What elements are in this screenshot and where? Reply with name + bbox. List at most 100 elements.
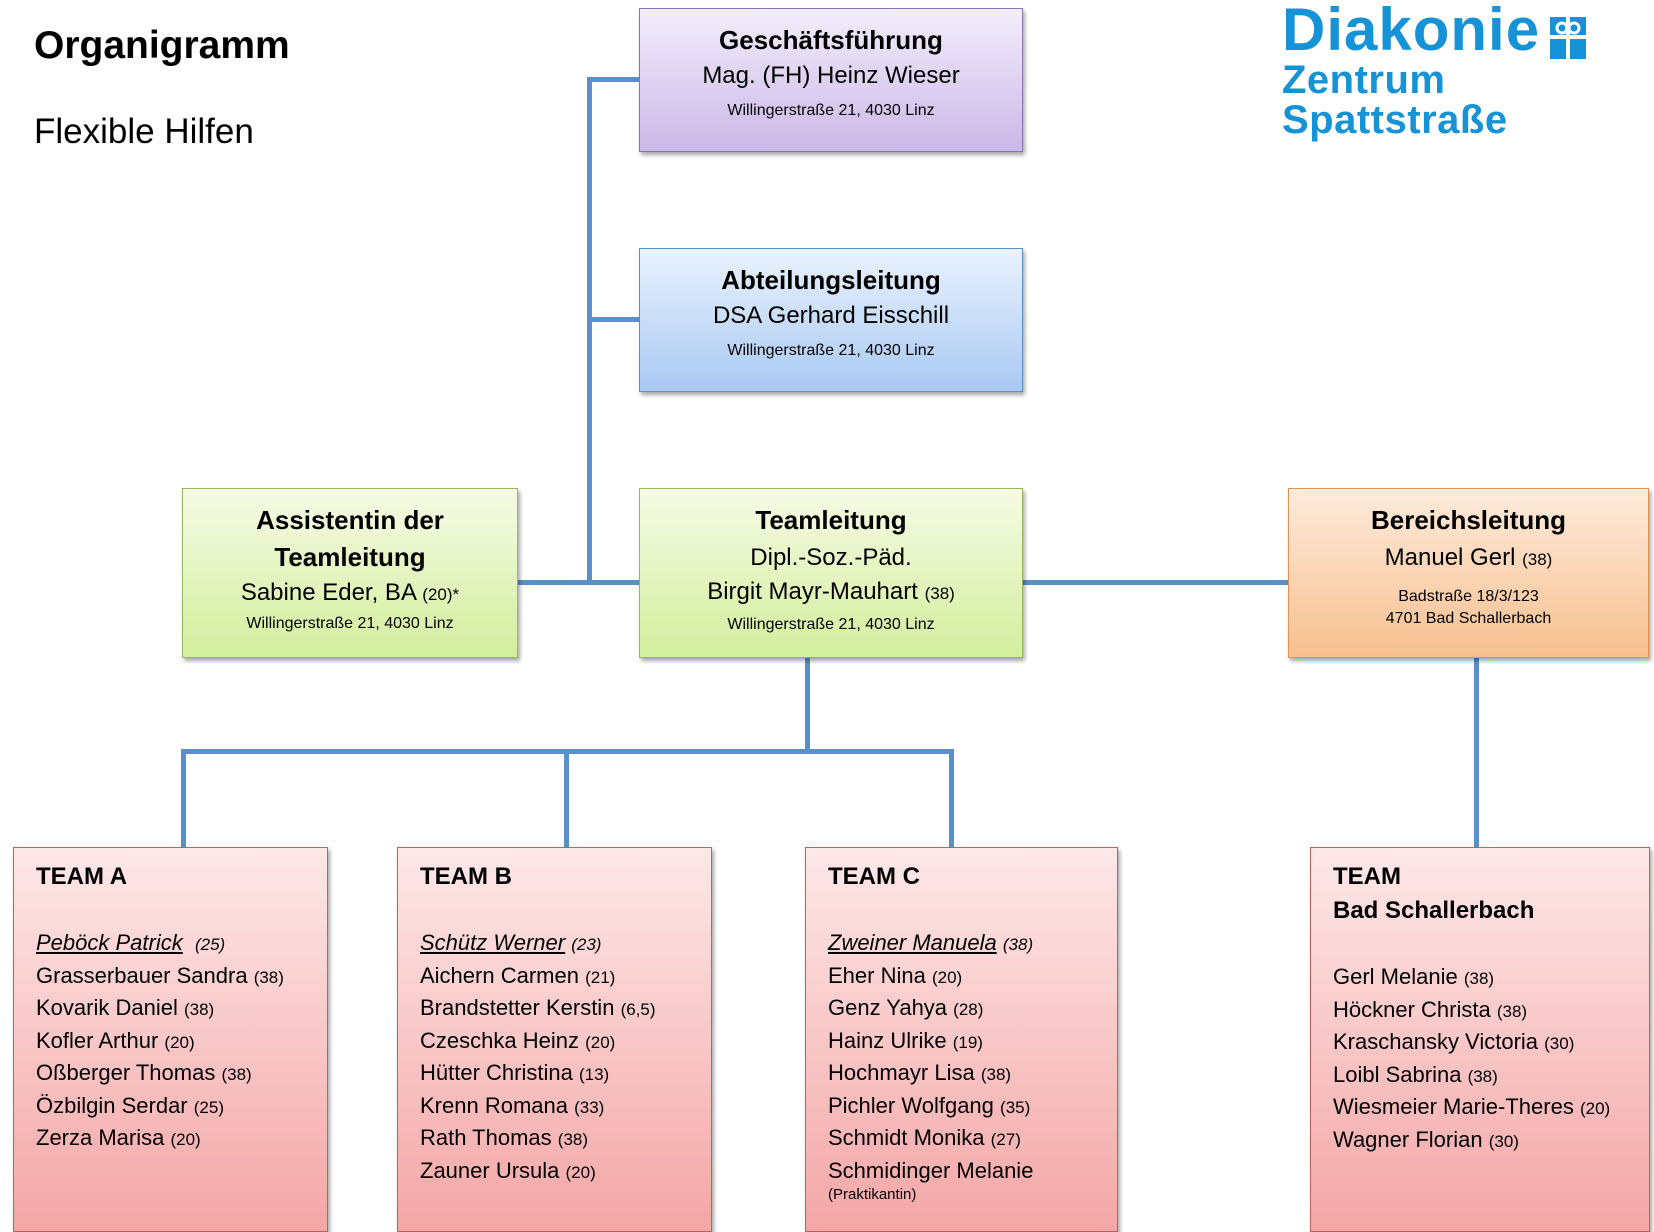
person-name: Manuel Gerl [1384,544,1516,571]
team-title: TEAM C [828,863,920,890]
member-name: Zauner Ursula [420,1157,560,1183]
member-hours: (38) [183,1000,215,1019]
member-name: Schmidinger Melanie [828,1157,1034,1183]
member-name: Kofler Arthur [36,1027,159,1053]
member-hours: (20) [931,967,963,987]
member-name: Hütter Christina [420,1060,573,1085]
team-member: Kraschansky Victoria (30) [1333,1027,1649,1060]
role-label-line2: Teamleitung [274,542,426,572]
member-name: Krenn Romana [420,1092,568,1118]
team-c-box: TEAM C Zweiner Manuela (38) Eher Nina (2… [805,847,1118,1232]
team-bad-schallerbach-box: TEAM Bad Schallerbach Gerl Melanie (38) … [1310,847,1650,1232]
hours: (38) [1522,550,1553,569]
page-subtitle: Flexible Hilfen [34,112,254,151]
team-member-list: Peböck Patrick (25) Grasserbauer Sandra … [36,928,327,1156]
hours: (20)* [422,585,460,604]
team-member: Loibl Sabrina (38) [1333,1060,1649,1093]
member-name: Hainz Ulrike [828,1027,947,1053]
connector-team-c [949,749,954,847]
node-bereichsleitung: Bereichsleitung Manuel Gerl (38) Badstra… [1288,488,1649,658]
team-member: Gerl Melanie (38) [1333,962,1649,995]
member-hours: (28) [953,1000,984,1019]
person-name: DSA Gerhard Eisschill [712,302,950,329]
team-lead-hours: (23) [571,935,602,954]
connector-trunk-vertical [587,77,592,582]
team-lead: Schütz Werner (23) [420,928,711,961]
member-name: Schmidt Monika [828,1125,985,1150]
member-hours: (20) [565,1162,596,1182]
member-name: Wagner Florian [1333,1126,1483,1152]
member-name: Czeschka Heinz [420,1027,579,1053]
connector-team-b [564,749,569,847]
person-name: Sabine Eder, BA [240,579,416,606]
node-assistentin: Assistentin der Teamleitung Sabine Eder,… [182,488,518,658]
team-lead-name: Schütz Werner [420,930,566,955]
member-name: Zerza Marisa [36,1125,165,1150]
member-name: Pichler Wolfgang [828,1092,994,1118]
member-hours: (27) [990,1130,1021,1149]
team-lead: Zweiner Manuela (38) [828,928,1117,961]
team-member: Rath Thomas (38) [420,1123,711,1156]
member-hours: (33) [574,1097,605,1117]
member-hours: (38) [1463,969,1495,988]
team-member: Kofler Arthur (20) [36,1026,327,1059]
address-street: Badstraße 18/3/123 [1398,588,1539,605]
team-member: Kovarik Daniel (38) [36,993,327,1026]
member-hours: (19) [952,1032,983,1052]
connector-abteilungsleitung [587,317,639,322]
member-hours: (25) [193,1097,224,1117]
member-name: Loibl Sabrina [1333,1061,1462,1087]
team-member: Schmidt Monika (27) [828,1123,1117,1156]
person-name: Birgit Mayr-Mauhart [707,578,918,605]
team-member: Wiesmeier Marie-Theres (20) [1333,1092,1649,1125]
role-label: Bereichsleitung [1370,505,1567,535]
team-member: Czeschka Heinz (20) [420,1026,711,1059]
member-hours: (6,5) [620,1000,656,1019]
team-member: Özbilgin Serdar (25) [36,1091,327,1124]
page-title: Organigramm [34,24,290,67]
diakonie-logo: Diakonie Zentrum Spattstraße [1282,0,1587,140]
team-member: Hütter Christina (13) [420,1058,711,1091]
node-abteilungsleitung: Abteilungsleitung DSA Gerhard Eisschill … [639,248,1023,392]
member-name: Eher Nina [828,962,926,988]
role-label: Geschäftsführung [719,25,943,55]
member-hours: (21) [585,967,616,987]
team-lead: Peböck Patrick (25) [36,928,327,961]
team-member: Brandstetter Kerstin (6,5) [420,993,711,1026]
team-member: Wagner Florian (30) [1333,1125,1649,1158]
person-row: Birgit Mayr-Mauhart (38) [640,578,1022,606]
member-name: Genz Yahya [828,995,948,1020]
role-label-line1: Assistentin der [256,505,444,535]
team-member: Schmidinger Melanie (Praktikantin) [828,1156,1117,1205]
member-name: Aichern Carmen [420,962,579,988]
team-member: Zerza Marisa (20) [36,1123,327,1156]
member-hours: (38) [253,967,284,987]
member-hours: (38) [557,1130,589,1149]
team-a-box: TEAM A Peböck Patrick (25) Grasserbauer … [13,847,328,1232]
member-name: Wiesmeier Marie-Theres [1333,1094,1574,1119]
member-name: Özbilgin Serdar [36,1092,188,1118]
team-member: Zauner Ursula (20) [420,1156,711,1189]
team-b-box: TEAM B Schütz Werner (23) Aichern Carmen… [397,847,712,1232]
address: Willingerstraße 21, 4030 Linz [727,342,935,359]
team-member-list: Schütz Werner (23) Aichern Carmen (21) B… [420,928,711,1188]
person-row: Sabine Eder, BA (20)* [183,579,517,607]
address: Willingerstraße 21, 4030 Linz [727,102,935,119]
diakonie-cross-icon [1550,9,1587,59]
member-hours: (38) [221,1065,252,1084]
team-member: Eher Nina (20) [828,961,1117,994]
person-name: Mag. (FH) Heinz Wieser [702,62,960,89]
team-title-line1: TEAM [1333,863,1401,890]
address: Willingerstraße 21, 4030 Linz [246,615,454,632]
team-member: Genz Yahya (28) [828,993,1117,1026]
member-name: Oßberger Thomas [36,1060,216,1085]
team-member: Oßberger Thomas (38) [36,1058,327,1091]
team-member: Pichler Wolfgang (35) [828,1091,1117,1124]
team-lead-hours: (38) [1002,935,1034,954]
connector-team-a [181,749,186,847]
address-city: 4701 Bad Schallerbach [1385,610,1552,627]
member-hours: (30) [1544,1034,1575,1053]
team-member: Hainz Ulrike (19) [828,1026,1117,1059]
team-member: Hochmayr Lisa (38) [828,1058,1117,1091]
member-name: Grasserbauer Sandra [36,962,248,988]
